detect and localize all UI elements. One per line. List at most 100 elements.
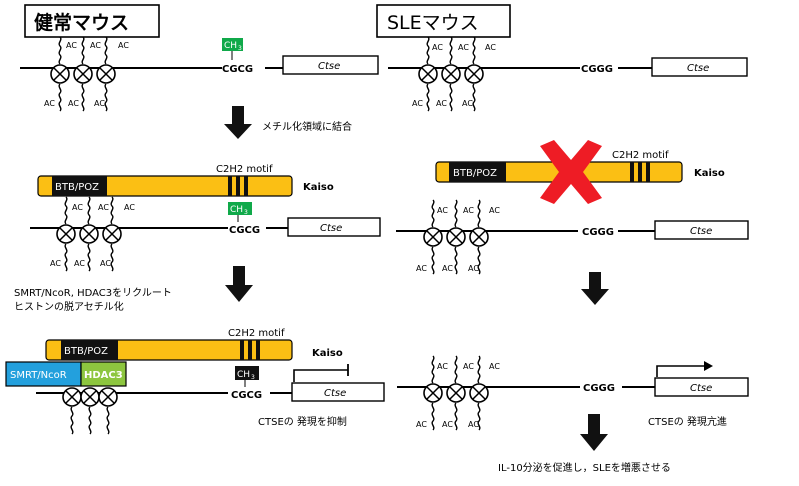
histone-deacetylation-text: ヒストンの脱アセチル化 [14, 300, 124, 313]
ctse-gene-box [282, 55, 379, 75]
ac-label: AC [124, 203, 135, 212]
ctse-gene-box [291, 382, 385, 402]
il10-sle-aggravation-text: IL-10分泌を促進し，SLEを増悪させる [498, 461, 671, 474]
ac-label: AC [442, 264, 453, 273]
ch3-tag [222, 38, 243, 51]
c2h2-motif-label: C2H2 motif [228, 328, 285, 339]
c2h2-motif-label: C2H2 motif [612, 150, 669, 161]
recruit-corepressor-text: SMRT/NcoR, HDAC3をリクルート [14, 287, 172, 299]
ctse-enhancement-text: CTSEの 発現亢進 [648, 415, 727, 428]
cggg-site: CGGG [581, 64, 613, 75]
ac-label: AC [442, 420, 453, 429]
btb-poz-label: BTB/POZ [453, 168, 497, 179]
ac-label: AC [458, 43, 469, 52]
ac-label: AC [118, 41, 129, 50]
cggg-site: CGGG [582, 227, 614, 238]
row3-right-activation: AC AC AC AC AC AC CGGG Ctse CTSEの 発現亢進 [397, 355, 749, 431]
bind-methylated-region-text: メチル化領域に結合 [262, 120, 352, 133]
down-arrow [580, 414, 608, 451]
ac-label: AC [437, 362, 448, 371]
down-arrow [224, 106, 252, 139]
kaiso-label: Kaiso [694, 168, 725, 179]
repression-bar-icon [293, 369, 348, 382]
ch3-label: CH [237, 370, 250, 380]
cggg-site: CGGG [583, 383, 615, 394]
ch3-subscript: 3 [251, 374, 255, 381]
ac-label: AC [489, 206, 500, 215]
ac-label: AC [463, 362, 474, 371]
ac-label: AC [437, 206, 448, 215]
ac-label: AC [468, 264, 479, 273]
down-arrow [581, 272, 609, 305]
btb-poz-label: BTB/POZ [55, 182, 99, 193]
ac-label: AC [94, 99, 105, 108]
ac-label: AC [436, 99, 447, 108]
row2-left-kaiso-bound: BTB/POZ C2H2 motif Kaiso CH 3 AC AC AC A… [30, 164, 381, 272]
healthy-header-box [24, 4, 160, 38]
ac-label: AC [432, 43, 443, 52]
ac-label: AC [416, 264, 427, 273]
ch3-label: CH [224, 41, 237, 51]
ctse-gene-label: Ctse [318, 61, 340, 72]
ctse-gene-box [287, 217, 381, 237]
ac-label: AC [485, 43, 496, 52]
ctse-gene-label: Ctse [690, 383, 712, 394]
ctse-gene-box [654, 220, 749, 240]
cgcg-site: CGCG [229, 225, 260, 236]
row1-left-dna: AC AC AC AC AC AC CH 3 CGCG Ctse [20, 36, 379, 112]
ch3-subscript: 3 [244, 209, 248, 216]
ac-label: AC [72, 203, 83, 212]
ch3-tag [228, 202, 252, 215]
zinc-finger [256, 340, 260, 360]
down-arrow [225, 266, 253, 302]
zinc-finger [646, 162, 650, 182]
zinc-finger [244, 176, 248, 196]
ac-label: AC [50, 259, 61, 268]
cgcg-site: CGCG [231, 390, 262, 401]
transcription-arrow-icon [656, 365, 706, 377]
ctse-gene-label: Ctse [690, 226, 712, 237]
ac-label: AC [98, 203, 109, 212]
cgcg-site: CGCG [222, 64, 253, 75]
ch3-label: CH [230, 205, 243, 215]
btb-poz-domain [61, 340, 118, 360]
ac-label: AC [100, 259, 111, 268]
ctse-gene-box [654, 377, 749, 397]
ch3-tag [235, 366, 259, 380]
healthy-mouse-title: 健常マウス [34, 11, 129, 34]
ctse-gene-label: Ctse [324, 388, 346, 399]
zinc-finger [236, 176, 240, 196]
ac-label: AC [462, 99, 473, 108]
zinc-finger [638, 162, 642, 182]
ac-label: AC [463, 206, 474, 215]
ctse-gene-box [651, 57, 748, 77]
ch3-subscript: 3 [238, 45, 242, 52]
kaiso-label: Kaiso [312, 348, 343, 359]
smrt-ncor-box [5, 361, 82, 387]
zinc-finger [248, 340, 252, 360]
row1-right-dna: AC AC AC AC AC AC CGGG Ctse [388, 36, 748, 112]
kaiso-label: Kaiso [303, 182, 334, 193]
ac-label: AC [74, 259, 85, 268]
sle-header-box [376, 4, 511, 38]
sle-mouse-title: SLEマウス [387, 12, 479, 34]
ctse-gene-label: Ctse [320, 223, 342, 234]
ac-label: AC [468, 420, 479, 429]
ac-label: AC [68, 99, 79, 108]
btb-poz-label: BTB/POZ [64, 346, 108, 357]
ac-label: AC [416, 420, 427, 429]
zinc-finger [240, 340, 244, 360]
smrt-ncor-label: SMRT/NcoR [10, 370, 67, 381]
row3-left-repression: BTB/POZ C2H2 motif Kaiso SMRT/NcoR HDAC3… [5, 328, 385, 435]
ctse-gene-label: Ctse [687, 63, 709, 74]
ac-label: AC [44, 99, 55, 108]
hdac3-label: HDAC3 [84, 370, 123, 381]
hdac3-box [80, 361, 127, 387]
ac-label: AC [90, 41, 101, 50]
ac-label: AC [489, 362, 500, 371]
zinc-finger [630, 162, 634, 182]
ctse-suppression-text: CTSEの 発現を抑制 [258, 415, 347, 428]
zinc-finger [228, 176, 232, 196]
ac-label: AC [412, 99, 423, 108]
